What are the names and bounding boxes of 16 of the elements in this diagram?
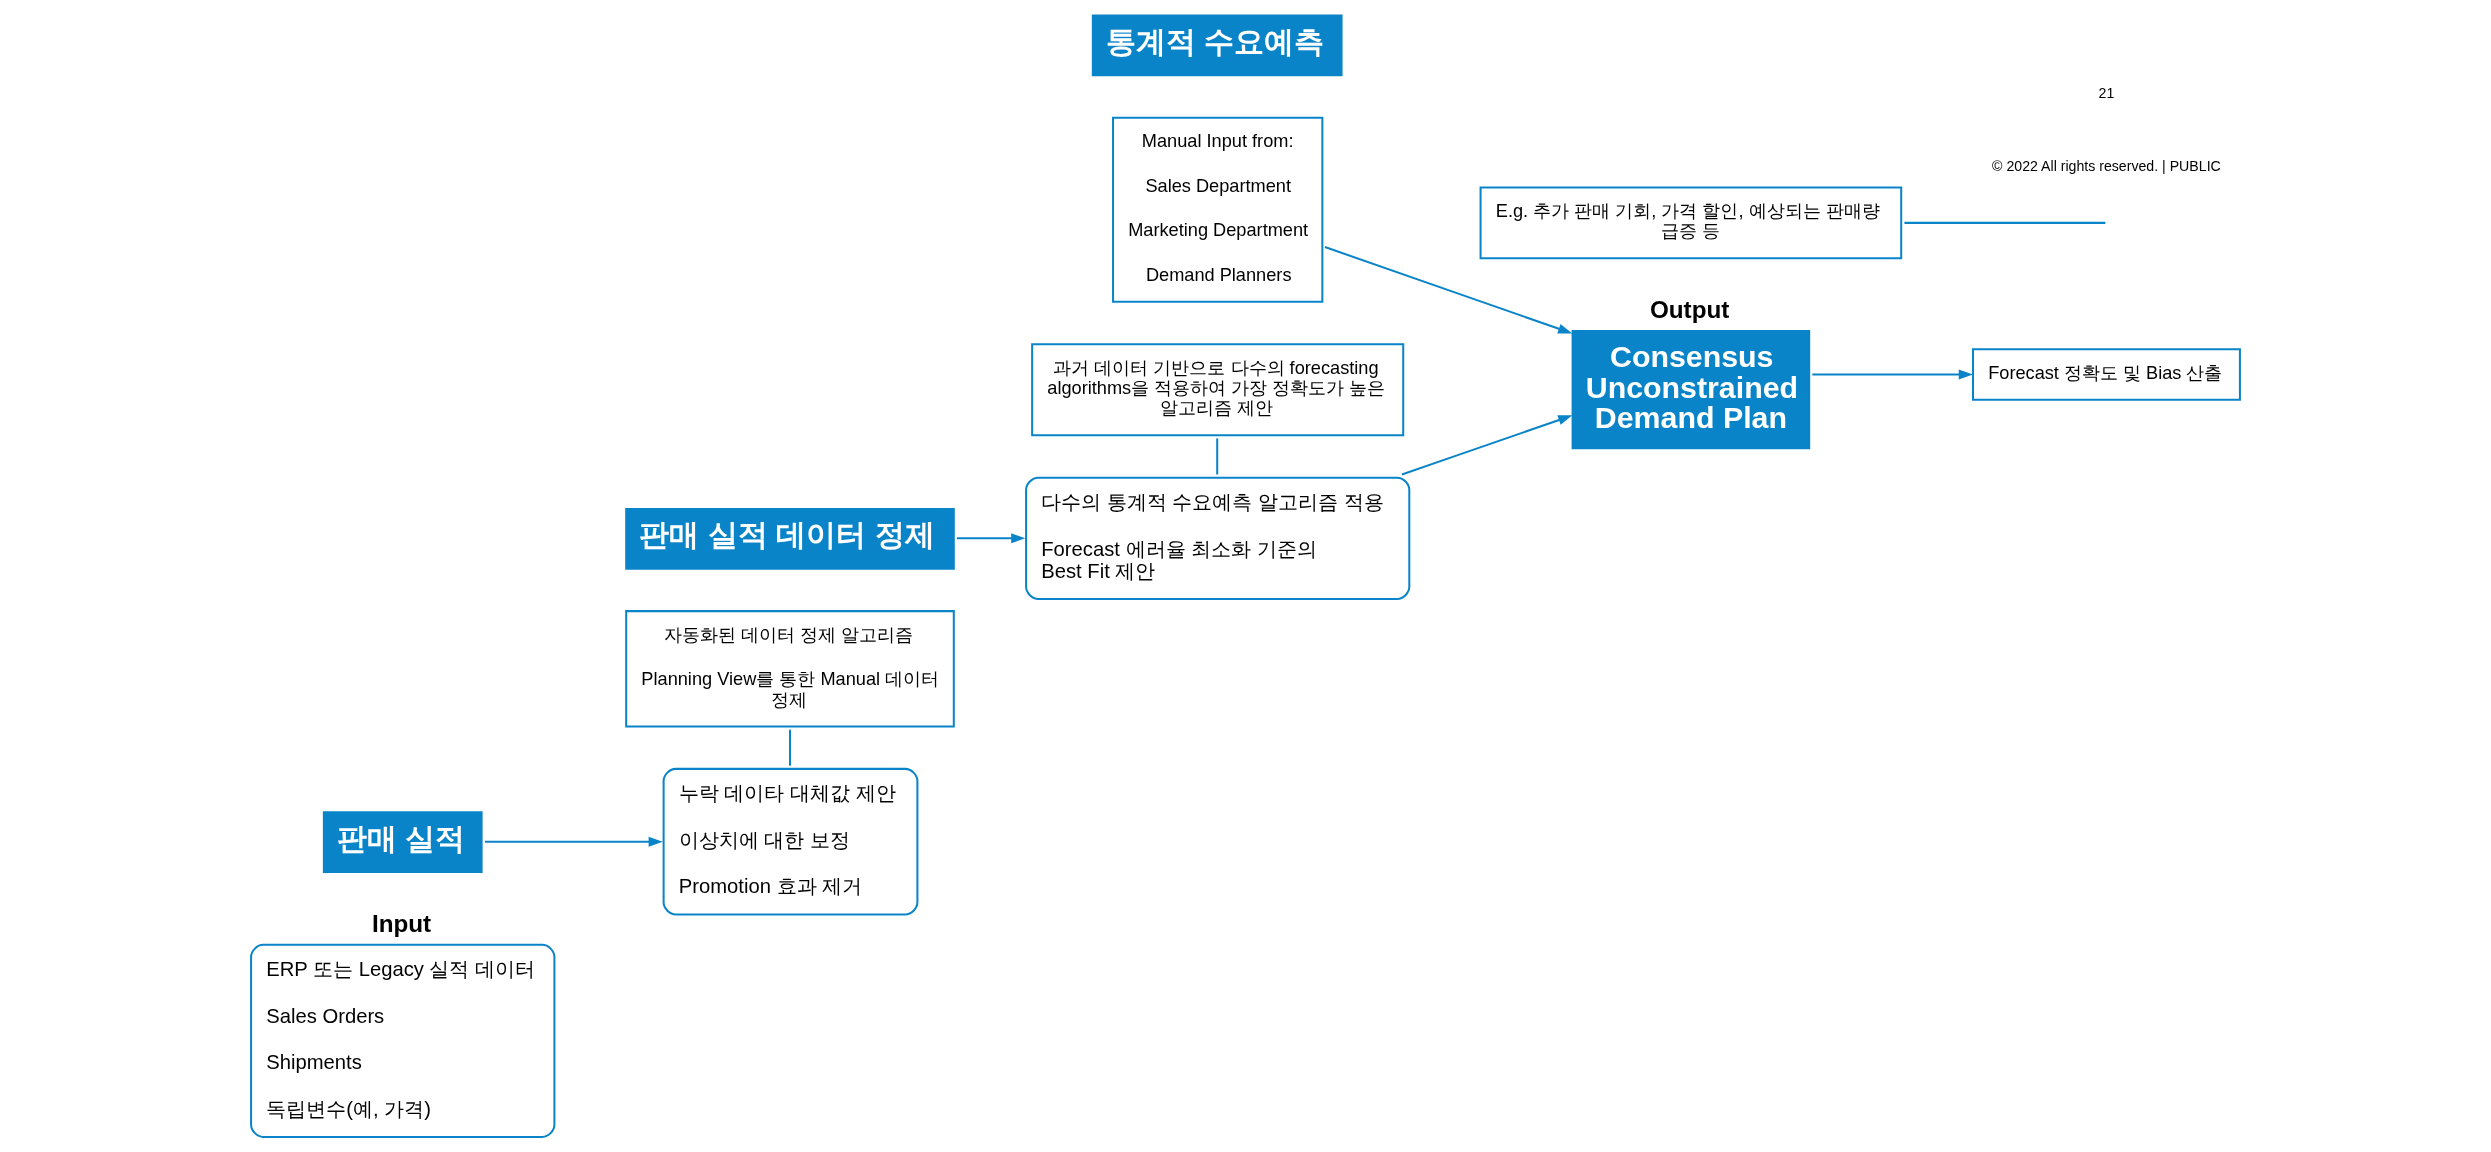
node-label: Output	[1649, 296, 1730, 324]
node-label: Input	[371, 909, 432, 937]
node-box: Consensus Unconstrained Demand Plan	[1571, 330, 1811, 450]
arrow	[1324, 246, 1573, 334]
label: 21	[2098, 85, 2115, 102]
connector	[1904, 221, 2106, 224]
connector	[789, 729, 791, 766]
connector	[1216, 438, 1219, 475]
label: © 2022 All rights reserved. | PUBLIC	[1992, 158, 2221, 174]
arrow	[1812, 369, 1973, 380]
node-box: 통계적 수요예측	[1091, 14, 1343, 77]
arrow	[1401, 415, 1573, 476]
arrow	[956, 533, 1026, 544]
arrow	[485, 836, 663, 847]
node-box: 판매 실적 데이터 정제	[625, 508, 955, 570]
node-box: 판매 실적	[322, 811, 483, 873]
